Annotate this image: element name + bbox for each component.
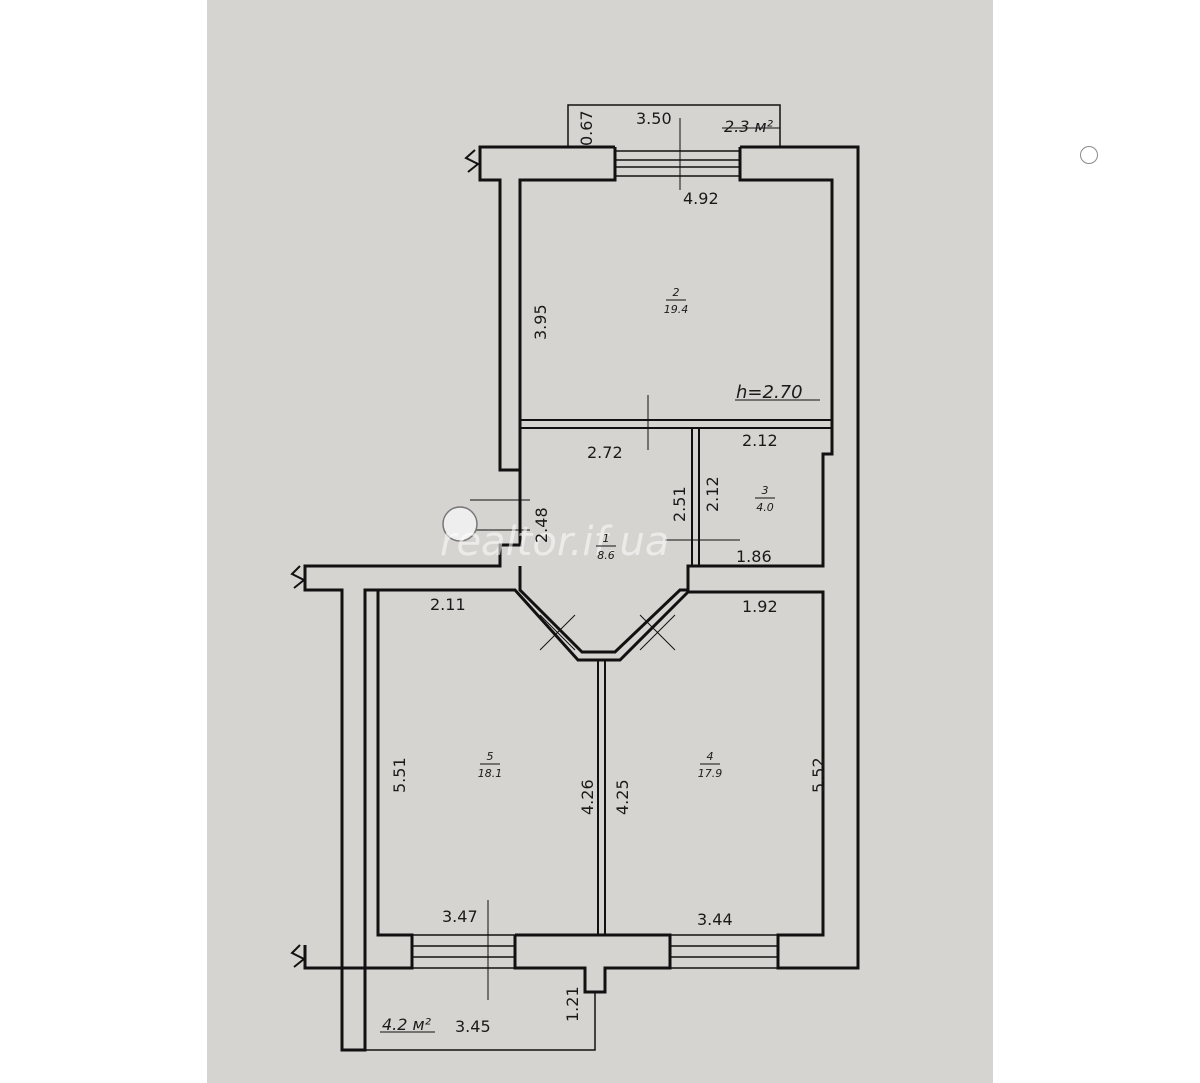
outer-wall-right	[686, 145, 860, 970]
room-1-number: 1	[603, 532, 610, 545]
room-2-number: 2	[673, 286, 680, 299]
dim-hall-depth-mid: 2.51	[670, 486, 689, 522]
window-room2	[614, 150, 741, 177]
room-4-number: 4	[707, 750, 714, 763]
dim-bath-width-top: 2.12	[742, 431, 778, 450]
dim-room4-bottom: 3.44	[697, 910, 733, 929]
dim-room2-depth: 3.95	[531, 304, 550, 340]
windows	[411, 150, 779, 969]
dim-bottom-balcony-depth: 1.21	[563, 986, 582, 1022]
room-5-area: 18.1	[478, 767, 503, 780]
dim-room4-depth: 5.52	[809, 757, 828, 793]
dim-hall-depth-left: 2.48	[532, 507, 551, 543]
ceiling-height-label: h=2.70	[736, 382, 803, 403]
dim-bath-width-bottom: 1.86	[736, 547, 772, 566]
dim-room4-top: 1.92	[742, 597, 778, 616]
walls	[290, 104, 860, 1052]
pagination-dot[interactable]	[1080, 146, 1098, 164]
balcony-top-outline	[567, 104, 781, 147]
room-4-area: 17.9	[698, 767, 723, 780]
dim-hall-width: 2.72	[587, 443, 623, 462]
dim-room4-inner: 4.25	[613, 779, 632, 815]
dimension-lines	[380, 118, 820, 1033]
dim-room5-depth: 5.51	[390, 757, 409, 793]
window-room5	[411, 934, 516, 969]
room-2-area: 19.4	[664, 303, 689, 316]
dim-bottom-balcony-width: 3.45	[455, 1017, 491, 1036]
balcony-top-area: 2.3 м²	[724, 117, 774, 136]
dim-room5-inner: 4.26	[578, 779, 597, 815]
window-room4	[669, 934, 779, 969]
room-3-number: 3	[762, 484, 769, 497]
watermark: realtor.if.ua	[440, 519, 669, 565]
dim-room5-bottom: 3.47	[442, 907, 478, 926]
wall-room2-left	[478, 145, 617, 472]
wall-room5-top	[378, 588, 610, 662]
vent-circle-icon	[442, 506, 478, 542]
dim-top-balcony-width: 3.50	[636, 109, 672, 128]
dim-bath-depth: 2.12	[703, 476, 722, 512]
room-3-area: 4.0	[756, 501, 774, 514]
wall-bottom	[513, 933, 672, 994]
dim-room2-width: 4.92	[683, 189, 719, 208]
balcony-bottom-outline	[365, 992, 596, 1051]
dim-room5-top: 2.11	[430, 595, 466, 614]
balcony-bottom-area: 4.2 м²	[382, 1015, 432, 1034]
dim-top-balcony-depth: 0.67	[577, 110, 596, 146]
room-1-area: 8.6	[597, 549, 615, 562]
room-5-number: 5	[487, 750, 494, 763]
